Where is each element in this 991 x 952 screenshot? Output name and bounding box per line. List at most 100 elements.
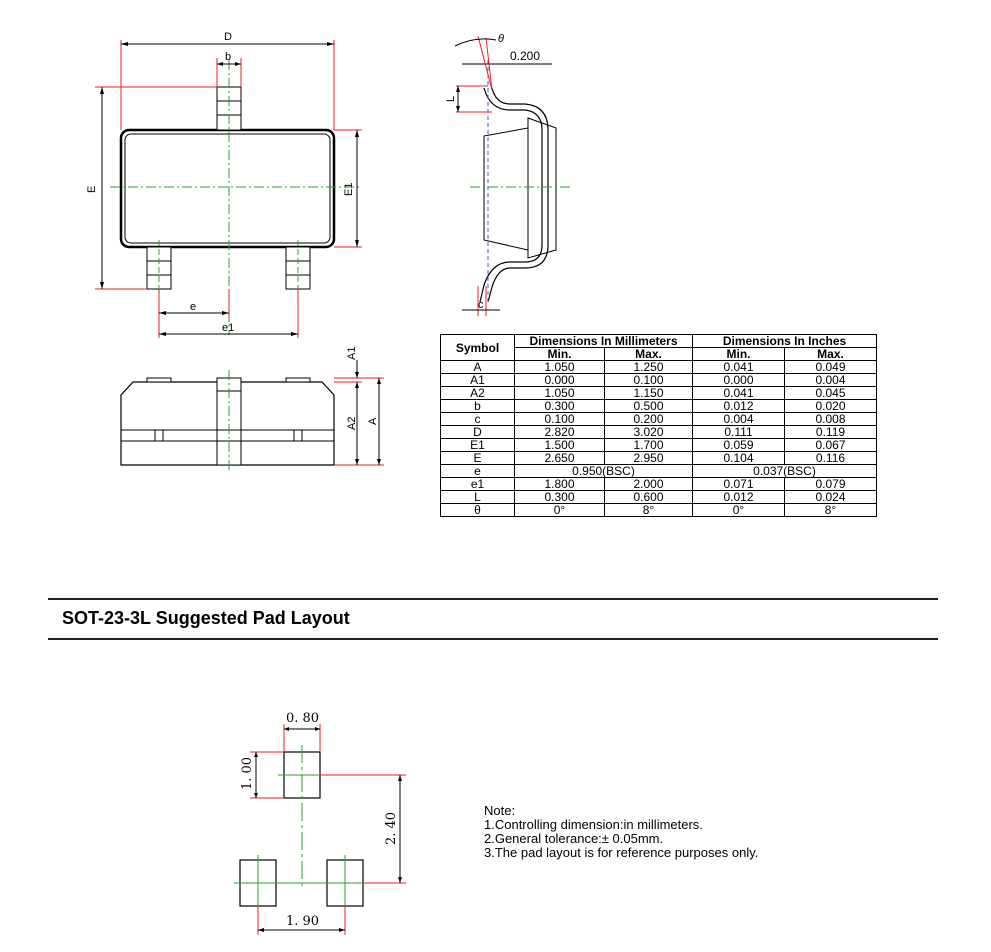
note-title: Note: [484,803,516,818]
cell-mm-min: 0.000 [514,373,605,387]
cell-symbol: E [440,451,515,465]
cell-symbol: E1 [440,438,515,452]
cell-in-min: 0.012 [692,490,785,504]
cell-mm-max: 2.950 [604,451,693,465]
label-A1: A1 [346,347,358,360]
cell-symbol: θ [440,503,515,517]
subheader-in-max: Max. [784,347,877,361]
subheader-mm-min: Min. [514,347,605,361]
label-e1: e1 [222,322,234,334]
label-A: A [367,417,379,425]
cell-mm-min: 2.650 [514,451,605,465]
cell-symbol: b [440,399,515,413]
label-theta: θ [498,33,504,45]
cell-mm-max: 0.600 [604,490,693,504]
cell-mm-min: 2.820 [514,425,605,439]
cell-in-max: 0.008 [784,412,877,426]
cell-mm-min: 0° [514,503,605,517]
cell-mm-max: 0.100 [604,373,693,387]
cell-mm-max: 1.250 [604,360,693,374]
note-line: 1.Controlling dimension:in millimeters. [484,817,703,832]
cell-in-max: 0.020 [784,399,877,413]
cell-in-bsc: 0.037(BSC) [692,464,877,478]
cell-in-max: 0.004 [784,373,877,387]
cell-symbol: e1 [440,477,515,491]
cell-in-max: 0.067 [784,438,877,452]
cell-mm-max: 8° [604,503,693,517]
pad-height-label: 1. 00 [240,757,255,790]
cell-in-min: 0.071 [692,477,785,491]
note-block: Note: 1.Controlling dimension:in millime… [484,804,758,860]
cell-in-max: 0.079 [784,477,877,491]
cell-symbol: A2 [440,386,515,400]
cell-mm-max: 2.000 [604,477,693,491]
cell-in-max: 0.049 [784,360,877,374]
cell-in-max: 0.045 [784,386,877,400]
cell-in-min: 0.041 [692,360,785,374]
subheader-in-min: Min. [692,347,785,361]
cell-in-max: 0.024 [784,490,877,504]
pad-pitch-v-label: 2. 40 [384,812,399,845]
label-D: D [224,31,232,43]
label-0200: 0.200 [510,49,540,63]
cell-symbol: L [440,490,515,504]
cell-in-min: 0.059 [692,438,785,452]
subheader-mm-max: Max. [604,347,693,361]
cell-in-min: 0.111 [692,425,785,439]
pad-pitch-h-label: 1. 90 [286,914,319,929]
cell-mm-min: 1.500 [514,438,605,452]
label-A2: A2 [346,417,358,430]
label-b: b [225,51,231,63]
cell-mm-min: 1.050 [514,386,605,400]
label-L: L [445,96,457,102]
cell-mm-max: 0.200 [604,412,693,426]
header-symbol: Symbol [440,334,515,361]
cell-in-min: 0.004 [692,412,785,426]
cell-mm-max: 1.700 [604,438,693,452]
header-mm: Dimensions In Millimeters [514,334,693,348]
section-title: SOT-23-3L Suggested Pad Layout [62,608,350,628]
note-line: 3.The pad layout is for reference purpos… [484,845,759,860]
note-line: 2.General tolerance:± 0.05mm. [484,831,664,846]
cell-symbol: c [440,412,515,426]
cell-in-max: 8° [784,503,877,517]
cell-mm-min: 1.800 [514,477,605,491]
cell-symbol: A1 [440,373,515,387]
cell-symbol: e [440,464,515,478]
cell-mm-min: 1.050 [514,360,605,374]
label-e: e [190,301,196,313]
cell-in-max: 0.116 [784,451,877,465]
cell-symbol: D [440,425,515,439]
dimension-table: Symbol Dimensions In Millimeters Dimensi… [440,334,877,517]
cell-symbol: A [440,360,515,374]
cell-mm-min: 0.100 [514,412,605,426]
cell-in-max: 0.119 [784,425,877,439]
cell-in-min: 0° [692,503,785,517]
section-rule-bottom [48,638,938,640]
pad-width-label: 0. 80 [286,711,319,726]
cell-in-min: 0.041 [692,386,785,400]
cell-mm-max: 1.150 [604,386,693,400]
label-E: E [86,186,98,193]
header-inches: Dimensions In Inches [692,334,877,348]
cell-mm-bsc: 0.950(BSC) [514,464,693,478]
cell-in-min: 0.104 [692,451,785,465]
cell-mm-max: 0.500 [604,399,693,413]
label-c: c [478,299,484,311]
cell-mm-max: 3.020 [604,425,693,439]
section-rule-top [48,598,938,600]
label-E1: E1 [343,183,355,196]
cell-in-min: 0.000 [692,373,785,387]
